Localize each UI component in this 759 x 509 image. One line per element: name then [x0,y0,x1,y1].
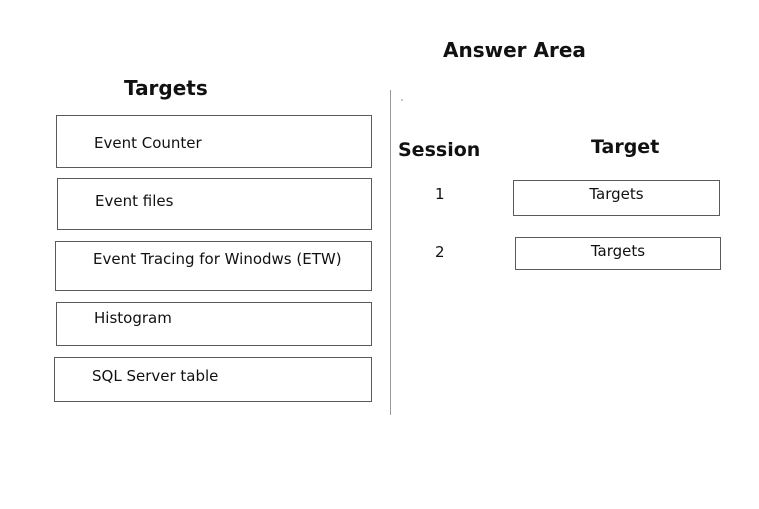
target-slot-placeholder: Targets [590,242,646,260]
source-item-label: Histogram [94,309,172,327]
source-item-etw[interactable]: Event Tracing for Winodws (ETW) [55,241,372,291]
target-slot-placeholder: Targets [589,185,644,203]
target-drop-slot-2[interactable]: Targets [515,237,721,270]
source-item-event-counter[interactable]: Event Counter [56,115,372,168]
source-item-label: Event Counter [94,134,202,152]
source-item-histogram[interactable]: Histogram [56,302,372,346]
divider-dot [401,99,403,101]
source-item-label: Event Tracing for Winodws (ETW) [93,250,342,268]
divider [390,90,391,415]
source-item-sql-server-table[interactable]: SQL Server table [54,357,372,402]
source-item-event-files[interactable]: Event files [57,178,372,230]
answer-area-title: Answer Area [443,38,586,62]
source-item-label: Event files [95,192,174,210]
session-number: 1 [435,185,445,203]
target-drop-slot-1[interactable]: Targets [513,180,720,216]
session-number: 2 [435,243,445,261]
target-column-header: Target [591,136,660,158]
targets-heading: Targets [124,76,208,100]
source-item-label: SQL Server table [92,367,219,385]
session-column-header: Session [398,139,481,161]
